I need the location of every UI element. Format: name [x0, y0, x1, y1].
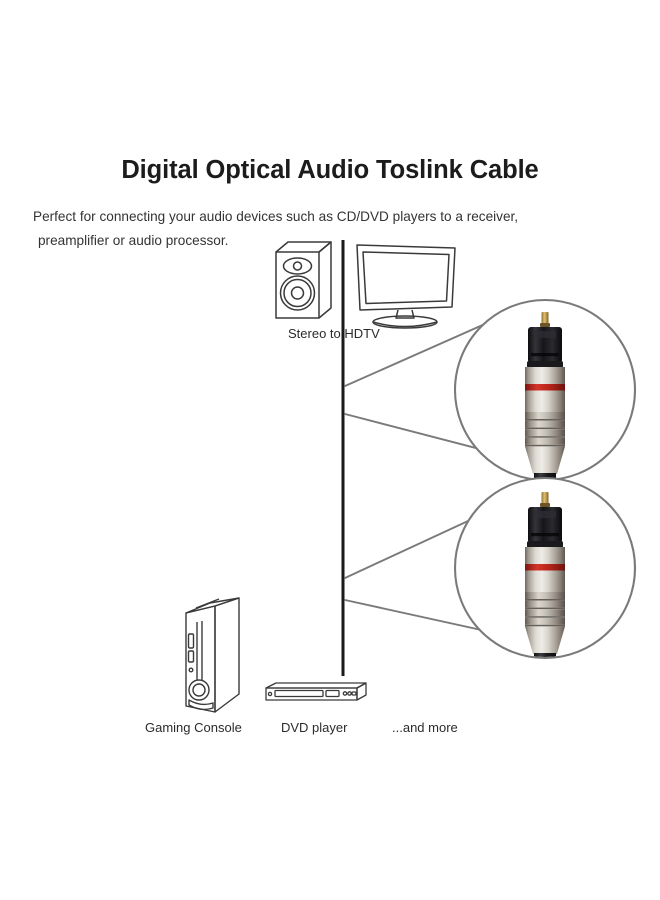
page-title: Digital Optical Audio Toslink Cable — [121, 156, 539, 184]
description-line-2: preamplifier or audio processor. — [38, 232, 229, 248]
description-line-1: Perfect for connecting your audio device… — [33, 209, 519, 224]
caption-gaming-console: Gaming Console — [145, 720, 242, 735]
connector-callout-bottom — [453, 476, 637, 660]
stereo-speaker-icon — [275, 241, 332, 319]
caption-dvd-player: DVD player — [281, 720, 348, 735]
hdtv-icon — [356, 244, 456, 329]
description-paragraph: Perfect for connecting your audio device… — [33, 205, 603, 253]
dvd-player-icon — [265, 682, 367, 701]
connector-callout-top — [453, 298, 637, 482]
gaming-console-icon — [185, 597, 240, 713]
caption-stereo-to-hdtv: Stereo to HDTV — [288, 326, 380, 341]
caption-and-more: ...and more — [392, 720, 458, 735]
